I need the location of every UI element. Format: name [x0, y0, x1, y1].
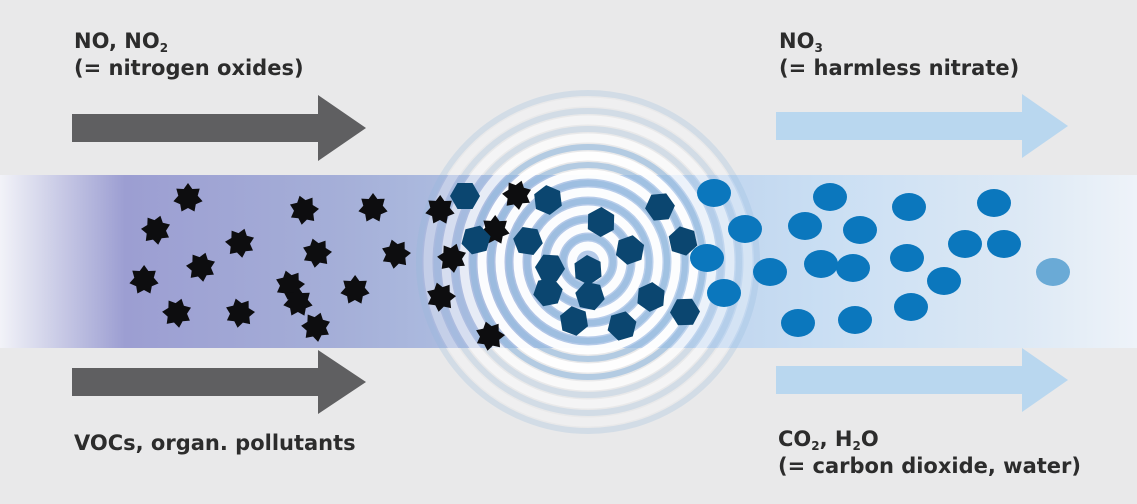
ripple-ring [423, 97, 753, 427]
input-arrow-bottom [72, 350, 366, 414]
product-particle [927, 267, 961, 295]
intermediate-particle [560, 306, 588, 336]
intermediate-particle [615, 235, 645, 265]
ripple-ring [488, 162, 688, 362]
intermediate-particle [587, 207, 615, 237]
pollutant-particle [358, 193, 388, 222]
output-bottom-description: (= carbon dioxide, water) [778, 454, 1081, 478]
ripple-ring [434, 108, 742, 416]
intermediate-particle [533, 277, 563, 307]
pollutant-particle [425, 195, 455, 224]
output-top-label: NO3 (= harmless nitrate) [779, 28, 1019, 82]
product-particle [1036, 258, 1070, 286]
intermediate-particle [461, 225, 491, 255]
product-particle [843, 216, 877, 244]
pollutant-particle [502, 180, 531, 210]
product-particle [753, 258, 787, 286]
output-bottom-formula: CO2, H2O [778, 427, 879, 453]
intermediate-particle [513, 227, 543, 255]
input-arrow-top [72, 95, 366, 161]
input-top-description: (= nitrogen oxides) [74, 56, 304, 80]
ripple-ring [495, 169, 681, 355]
intermediate-particle [670, 298, 700, 326]
pollutant-particle [141, 215, 170, 245]
product-particles [690, 179, 1070, 337]
intermediate-particle [645, 193, 675, 221]
intermediate-particles [450, 183, 700, 341]
input-top-label: NO, NO2 (= nitrogen oxides) [74, 28, 304, 82]
output-arrow-bottom [776, 348, 1068, 412]
intermediate-particle [574, 255, 602, 285]
output-arrow-top [776, 94, 1068, 158]
pollutant-particle [427, 282, 456, 312]
pollutant-particles [129, 180, 531, 351]
ripple-ring [416, 90, 760, 434]
output-top-description: (= harmless nitrate) [779, 56, 1020, 80]
pollutant-particle [226, 298, 255, 328]
pollutant-particle [437, 243, 466, 273]
product-particle [892, 193, 926, 221]
product-particle [728, 215, 762, 243]
product-particle [804, 250, 838, 278]
product-particle [697, 179, 731, 207]
input-bottom-label: VOCs, organ. pollutants [74, 430, 356, 457]
pollutant-particle [290, 195, 319, 225]
product-particle [948, 230, 982, 258]
product-particle [890, 244, 924, 272]
pollutant-particle [303, 238, 332, 268]
product-particle [836, 254, 870, 282]
pollutant-particle [173, 183, 203, 212]
pollutant-particle [476, 321, 505, 351]
intermediate-particle [535, 254, 565, 282]
pollutant-particle [129, 265, 159, 294]
ripple-ring [513, 187, 663, 337]
product-particle [813, 183, 847, 211]
product-particle [987, 230, 1021, 258]
product-particle [977, 189, 1011, 217]
product-particle [690, 244, 724, 272]
output-top-formula: NO3 [779, 29, 823, 55]
intermediate-particle [534, 185, 562, 215]
product-particle [838, 306, 872, 334]
intermediate-particle [575, 281, 605, 311]
pollutant-particle [283, 287, 313, 316]
output-bottom-label: CO2, H2O (= carbon dioxide, water) [778, 426, 1081, 480]
product-particle [788, 212, 822, 240]
product-particle [894, 293, 928, 321]
pollutant-particle [186, 252, 215, 282]
intermediate-particle [450, 183, 480, 209]
pollutant-particle [301, 312, 330, 342]
input-top-formula: NO, NO2 [74, 29, 169, 55]
intermediate-particle [637, 282, 665, 312]
pollutant-particle [162, 298, 191, 328]
ripple-ring [524, 198, 652, 326]
pollutant-particle [225, 228, 254, 258]
product-particle [781, 309, 815, 337]
ripple-ring [506, 180, 670, 344]
pollutant-particle [340, 275, 370, 304]
input-bottom-description: VOCs, organ. pollutants [74, 431, 356, 455]
ripple-ring [531, 205, 645, 319]
pollutant-particle [382, 239, 411, 269]
intermediate-particle [668, 226, 698, 256]
product-particle [707, 279, 741, 307]
intermediate-particle [607, 311, 637, 341]
